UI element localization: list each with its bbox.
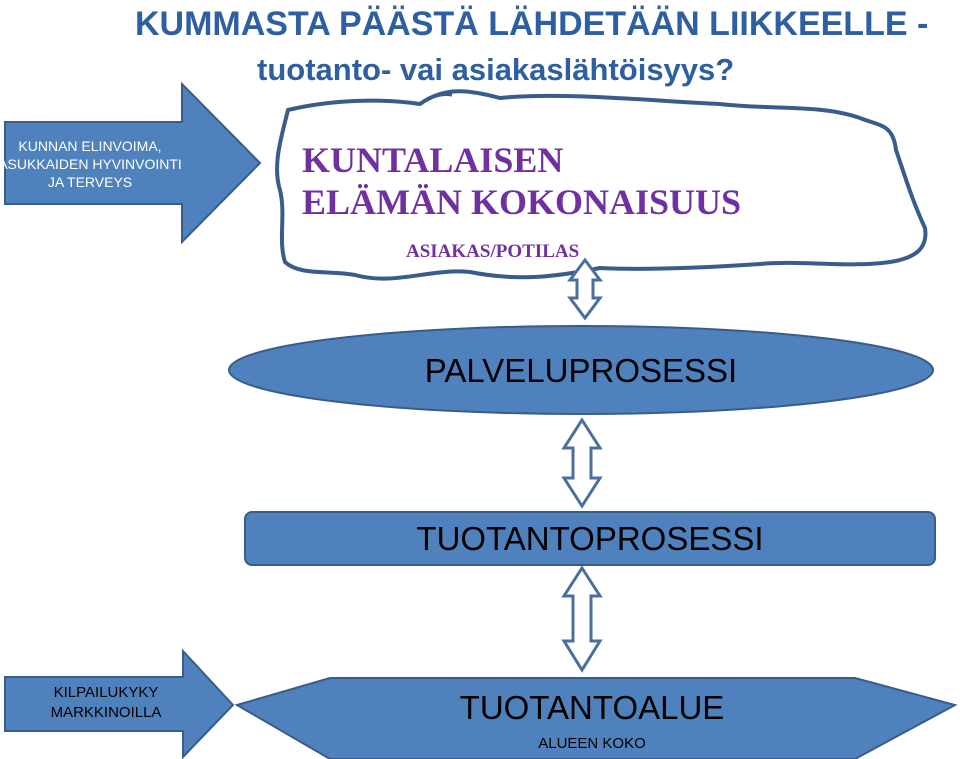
double-arrow-3 — [561, 565, 603, 673]
service-process-label: PALVELUPROSESSI — [425, 352, 737, 389]
life-whole-cloud: KUNTALAISEN ELÄMÄN KOKONAISUUS ASIAKAS/P… — [275, 89, 928, 281]
cloud-title-line-1: KUNTALAISEN — [302, 140, 563, 180]
bottom-arrow-line-2: MARKKINOILLA — [51, 704, 162, 721]
bottom-left-block-arrow: KILPAILUKYKY MARKKINOILLA — [4, 648, 235, 759]
top-arrow-line-2: ASUKKAIDEN HYVINVOINTI — [0, 156, 182, 172]
production-area-hexagon: TUOTANTOALUE ALUEEN KOKO — [234, 677, 958, 759]
production-process-rectangle: TUOTANTOPROSESSI — [244, 511, 936, 566]
production-area-sublabel: ALUEEN KOKO — [538, 735, 646, 752]
title-line-1: KUMMASTA PÄÄSTÄ LÄHDETÄÄN LIIKKEELLE - — [135, 5, 928, 43]
top-arrow-line-1: KUNNAN ELINVOIMA, — [18, 138, 161, 154]
top-left-block-arrow: KUNNAN ELINVOIMA, ASUKKAIDEN HYVINVOINTI… — [0, 81, 262, 245]
service-process-ellipse: PALVELUPROSESSI — [228, 325, 934, 415]
top-arrow-line-3: JA TERVEYS — [48, 174, 132, 190]
production-area-label: TUOTANTOALUE — [460, 689, 725, 726]
production-process-label: TUOTANTOPROSESSI — [416, 520, 763, 557]
title-line-2: tuotanto- vai asiakaslähtöisyys? — [257, 52, 734, 87]
double-arrow-2 — [561, 417, 603, 509]
cloud-title-line-2: ELÄMÄN KOKONAISUUS — [302, 182, 741, 222]
bottom-arrow-line-1: KILPAILUKYKY — [54, 684, 159, 701]
cloud-subtitle: ASIAKAS/POTILAS — [406, 241, 579, 262]
double-arrow-1 — [567, 257, 603, 321]
